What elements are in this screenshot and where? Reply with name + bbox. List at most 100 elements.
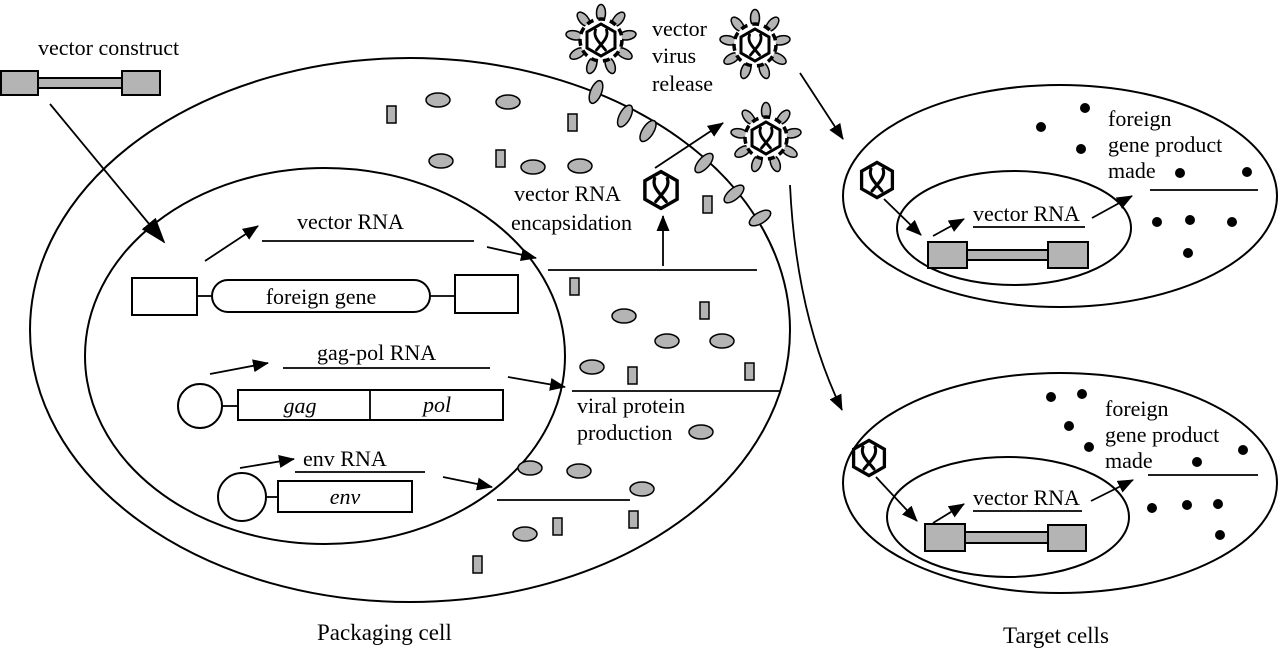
vector-construct: vector construct [0,35,179,96]
gene-product-dot [1242,167,1252,177]
gene-product-dot [1080,103,1090,113]
env-gene-box [277,480,413,513]
ltr-box [1047,524,1087,552]
virus-icon [565,5,636,75]
gene-product-dot [1046,392,1056,402]
vector-rna-label: vector RNA [973,485,1080,510]
gag-pol-protein-icon [386,105,397,124]
membrane-env-proteins [588,79,772,227]
vector-rna-transcript: vector RNA [204,209,474,262]
env-protein-icon [579,359,605,375]
gag-pol-protein-icon [495,149,506,168]
gag-pol-protein-icon [699,301,710,320]
encapsidation-label-line2: encapsidation [511,210,632,235]
cell-membrane [842,84,1278,308]
env-protein-icon [520,159,546,175]
infection-arrow [799,72,844,140]
viral-protein-label-line1: viral protein [577,393,685,418]
nucleus-membrane [896,170,1132,286]
cytoplasm-proteins [386,92,755,574]
construct-bar [964,531,1049,544]
gag-pol-rna-label: gag-pol RNA [317,340,436,365]
vector-rna-label: vector RNA [973,201,1080,226]
released-viruses: vector virus release [565,5,844,411]
gene-product-dot [1084,442,1094,452]
viral-protein-production: viral protein production [497,390,780,501]
product-label-line3: made [1105,448,1153,473]
ltr-box [0,70,39,96]
integrated-provirus [924,523,1087,552]
encapsidation-label-line1: vector RNA [514,181,621,206]
vector-provirus-construct: foreign gene [131,274,519,316]
env-protein-icon [512,526,538,542]
env-protein-icon [611,308,637,324]
env-protein-icon [748,209,772,227]
encapsidation-group: vector RNA encapsidation [511,122,757,271]
rna-export-arrow [442,476,493,491]
transcription-arrow [209,359,269,375]
gene-product-dot [1152,217,1162,227]
entry-arrow [883,198,922,236]
env-protein-icon [654,333,680,349]
ltr-box [131,277,198,316]
env-protein-icon [425,92,451,108]
env-protein-icon [567,158,593,174]
env-protein-icon [639,119,657,143]
target-cell-2: vector RNA foreign gene product made [842,372,1278,594]
env-protein-icon [588,79,604,105]
gene-product-dots [1046,389,1248,540]
ltr-box [121,70,161,96]
packaging-cell-caption: Packaging cell [317,620,452,645]
rna-export-arrow [486,246,537,262]
gag-pol-protein-icon [567,113,578,132]
gene-product-dot [1064,421,1074,431]
ltr-box [924,523,966,552]
env-protein-icon [709,333,735,349]
virus-icon [730,103,801,173]
virus-release-label-line1: vector [652,16,708,41]
ltr-box [454,274,519,314]
target-cells-caption: Target cells [1003,623,1109,648]
env-protein-icon [495,94,521,110]
integrated-provirus [927,241,1089,269]
transcription-arrow [204,225,259,262]
product-label-line3: made [1108,158,1156,183]
env-protein-icon [428,153,454,169]
gag-pol-protein-icon [472,555,483,574]
gene-product-dot [1215,530,1225,540]
capsid-icon [643,169,679,211]
virus-release-label-line3: release [652,71,713,96]
construct-bar [966,249,1049,261]
transcription-arrow [932,503,965,524]
transcription-arrow [239,455,295,469]
gene-product-dot [1077,389,1087,399]
env-protein-icon [723,184,745,204]
gag-label: gag [284,393,317,418]
gag-pol-protein-icon [552,517,563,536]
construct-entry-arrow [49,103,166,244]
env-protein-icon [517,460,543,476]
gene-product-dot [1175,168,1185,178]
viral-protein-label-line2: production [577,420,672,445]
product-label-line1: foreign [1108,106,1172,131]
gene-product-dot [1182,500,1192,510]
vector-rna-label: vector RNA [297,209,404,234]
env-group: env RNA env [217,446,493,522]
gene-product-dot [1213,499,1223,509]
env-label: env [330,484,361,509]
foreign-gene-label: foreign gene [266,284,377,309]
product-label-line2: gene product [1105,422,1219,447]
infection-arrow [789,184,843,411]
promoter-circle [217,472,267,522]
rna-export-arrow [507,376,566,391]
nucleus-membrane [886,456,1130,578]
budding-arrow [654,122,724,169]
virus-release-label-line2: virus [652,43,696,68]
capsid-icon [851,438,887,478]
vector-construct-label: vector construct [38,35,179,60]
env-protein-icon [629,481,655,497]
ltr-box [1047,241,1089,269]
gag-pol-group: gag-pol RNA gag pol [177,340,566,429]
virus-icon [719,10,790,80]
